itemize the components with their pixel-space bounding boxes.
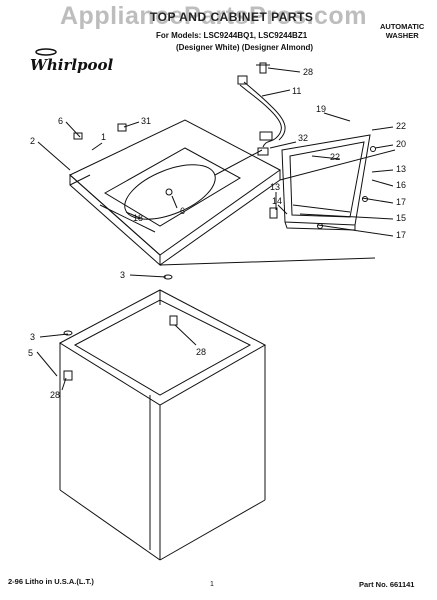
callout-16: 16 [396, 180, 406, 190]
callout-17-upper: 17 [396, 197, 406, 207]
callout-31: 31 [141, 116, 151, 126]
callout-6-center: 6 [180, 206, 185, 216]
callout-5: 5 [28, 348, 33, 358]
product-type-line2: WASHER [385, 31, 419, 40]
callout-2: 2 [30, 136, 35, 146]
callout-19-lid: 19 [316, 104, 326, 114]
product-type-line1: AUTOMATIC [380, 22, 425, 31]
wire-harness [214, 75, 286, 176]
callout-20: 20 [396, 139, 406, 149]
cabinet-clip [169, 315, 178, 326]
bracket-part [117, 123, 127, 132]
watermark: AppliancePartsPros.com [60, 2, 367, 30]
callout-3-lower: 3 [30, 332, 35, 342]
leader-lines [36, 67, 394, 391]
callout-28-left: 28 [50, 390, 60, 400]
cabinet [58, 289, 267, 561]
callout-32: 32 [298, 133, 308, 143]
callout-6-left: 6 [58, 116, 63, 126]
callout-1: 1 [101, 132, 106, 142]
callout-3-upper: 3 [120, 270, 125, 280]
lid-switch [257, 147, 269, 156]
color-variants: (Designer White) (Designer Almond) [176, 43, 314, 52]
screw-28-top [256, 62, 270, 74]
part-number: Part No. 661141 [359, 580, 415, 589]
callout-18: 18 [133, 213, 143, 223]
product-type: AUTOMATIC WASHER [380, 22, 424, 40]
hardware-parts [63, 123, 376, 381]
callout-11-harness: 11 [292, 86, 301, 96]
screw-left-cabinet [63, 330, 73, 336]
brand-logo-text: Whirlpool [30, 56, 114, 74]
callout-13-mid: 13 [270, 182, 280, 192]
callout-22-right: 22 [396, 121, 406, 131]
callout-22-inner: 22 [330, 152, 340, 162]
bumper-lower [362, 196, 368, 202]
page-number: 1 [210, 581, 214, 588]
brand-logo-swoosh [35, 48, 57, 56]
callout-14: 14 [272, 196, 282, 206]
diagram-title: TOP AND CABINET PARTS [150, 10, 314, 24]
brand-logo: Whirlpool [30, 46, 113, 77]
callout-15: 15 [396, 213, 406, 223]
lid-pad [317, 223, 323, 229]
callout-28-cabinet: 28 [196, 347, 206, 357]
side-clip [63, 370, 73, 381]
callout-13-right: 13 [396, 164, 406, 174]
top-panel [69, 119, 281, 267]
center-screw [165, 188, 173, 196]
callout-28-screw: 28 [303, 67, 313, 77]
screw-top-cabinet [163, 274, 173, 280]
reference-lines [69, 149, 396, 266]
litho-note: 2-96 Litho in U.S.A.(L.T.) [8, 577, 94, 586]
callout-17-lower: 17 [396, 230, 406, 240]
model-numbers: For Models: LSC9244BQ1, LSC9244BZ1 [156, 31, 308, 40]
hinge-part [73, 132, 83, 140]
hinge-bracket [269, 207, 278, 219]
bumper-upper [370, 146, 376, 152]
